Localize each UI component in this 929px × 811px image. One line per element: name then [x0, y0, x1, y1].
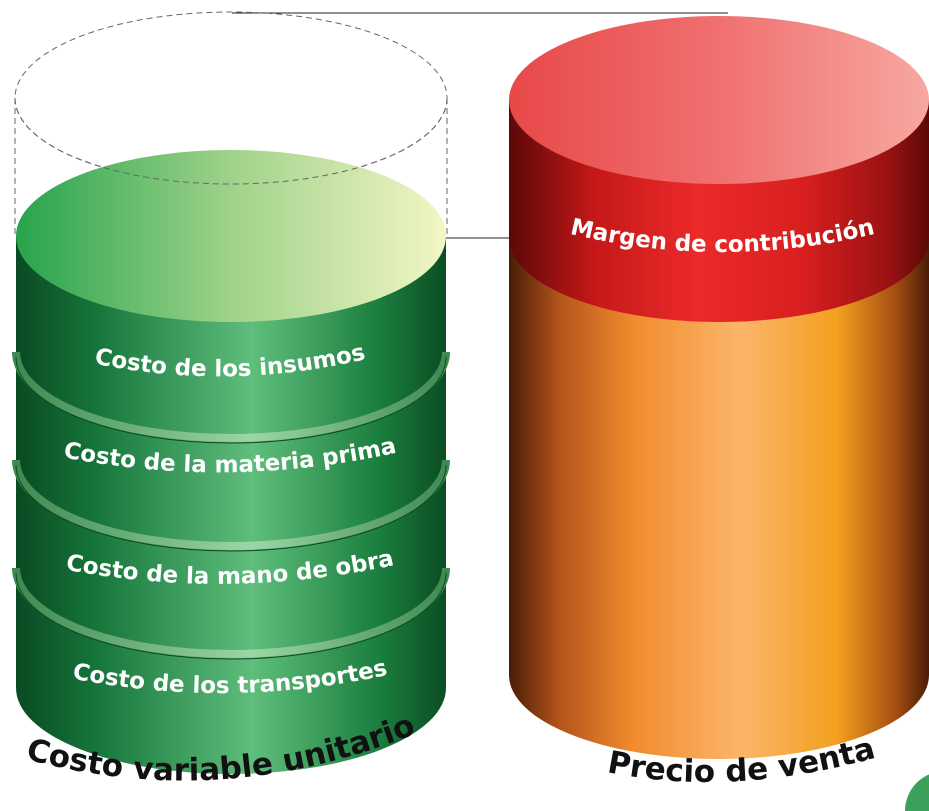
right-cylinder: Margen de contribución — [509, 16, 929, 759]
layer-separator — [12, 459, 450, 550]
layer-separator — [15, 356, 447, 444]
right-cylinder-body — [509, 238, 929, 759]
layer-separator — [15, 572, 447, 660]
layer-separator — [12, 351, 450, 442]
layer-separator — [15, 464, 447, 552]
left-cylinder: Costo de los insumos Costo de la materia… — [12, 11, 450, 774]
left-cylinder-top — [16, 150, 446, 322]
layer-separator — [12, 567, 450, 658]
right-cylinder-top — [509, 16, 929, 184]
corner-accent — [905, 774, 929, 811]
